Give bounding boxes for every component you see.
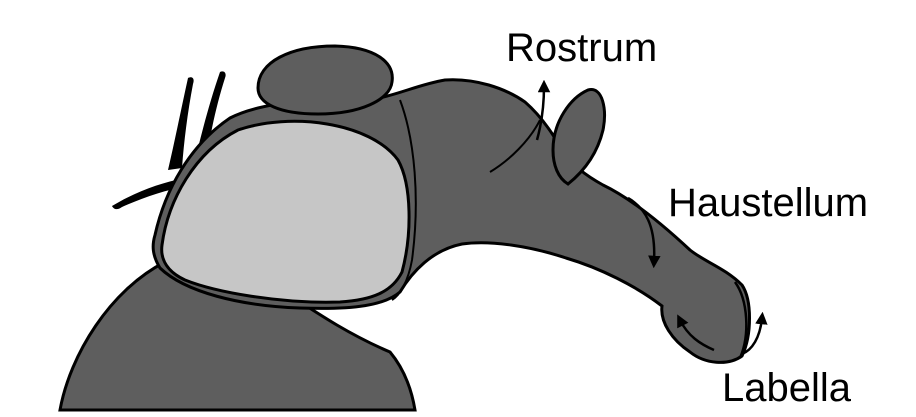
compound-eye — [160, 119, 411, 304]
palp-shape — [551, 88, 606, 186]
bristle-2 — [198, 71, 226, 150]
eye-rim-line — [391, 99, 417, 301]
bristle-1 — [168, 77, 194, 170]
haustellum-label: Haustellum — [668, 181, 869, 225]
head-lobe-shape — [256, 44, 394, 116]
labella-label: Labella — [722, 366, 852, 410]
labella-arrow-left — [677, 314, 715, 352]
rostrum-arrow — [535, 79, 551, 141]
rostrum-label: Rostrum — [506, 26, 658, 70]
labella-edge-line — [733, 281, 748, 359]
haustellum-arrow — [627, 196, 661, 269]
labella-arrow-right — [741, 311, 768, 356]
suture-line-1 — [489, 119, 541, 173]
bristle-3 — [112, 178, 188, 210]
